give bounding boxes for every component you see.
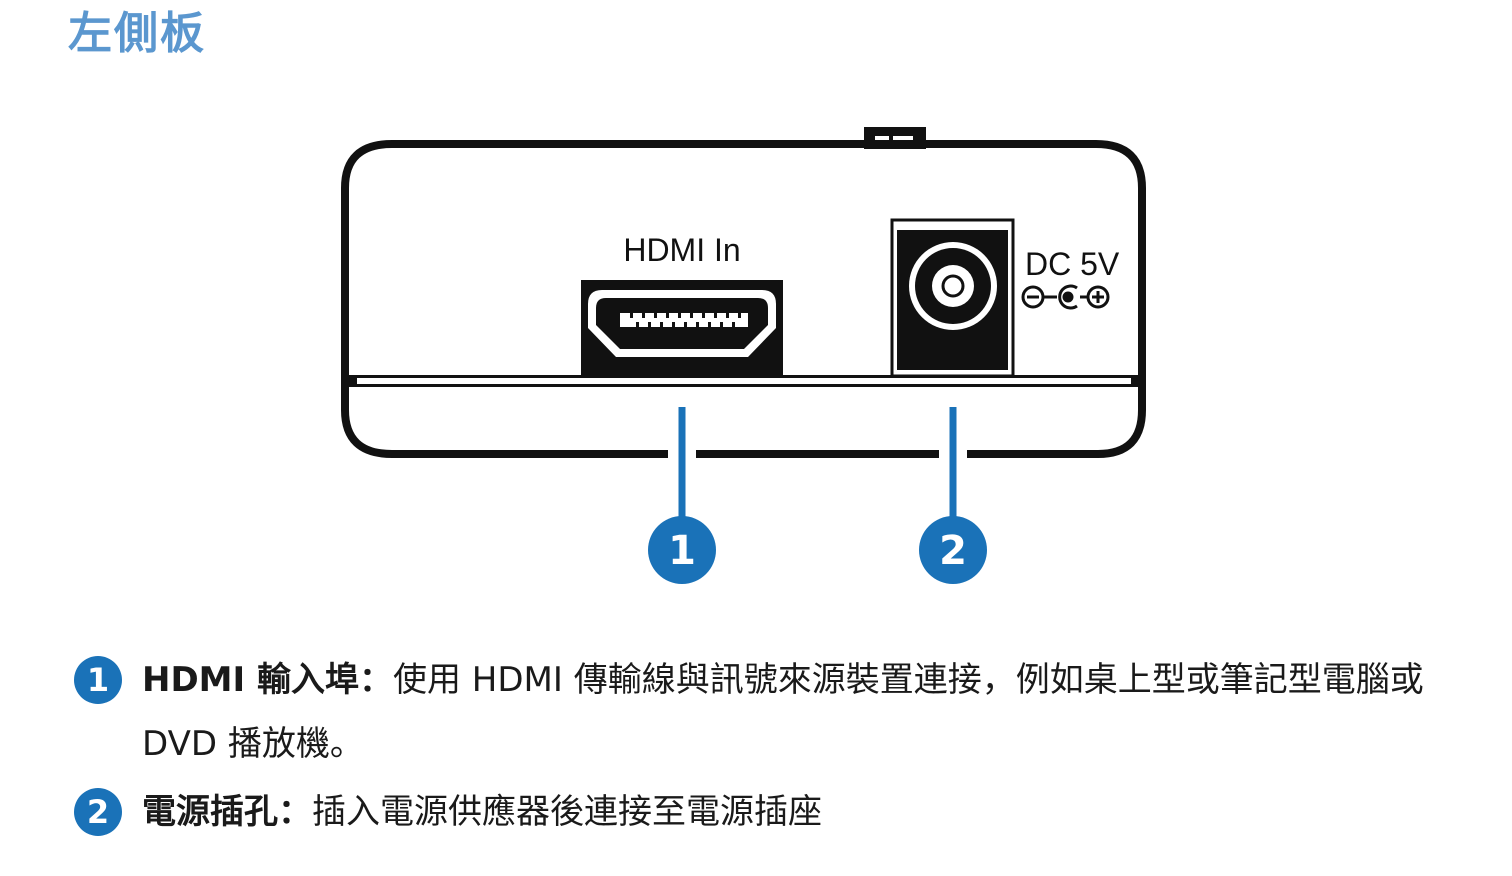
page-title: 左側板: [68, 8, 206, 59]
legend-description-hdmi-input: 使用 HDMI 傳輸線與訊號來源裝置連接，例如桌上型或筆記型電腦或 DVD 播放…: [142, 660, 1424, 764]
enclosure-outline: [341, 140, 1146, 458]
device-left-panel-diagram: HDMI In: [341, 127, 1146, 584]
hdmi-port: [581, 280, 783, 376]
dc-power-jack: [890, 218, 1015, 378]
legend-badge-2: 2: [74, 788, 122, 836]
callout-badge-2: 2: [919, 516, 987, 584]
legend-description-power-jack: 插入電源供應器後連接至電源插座: [312, 792, 822, 832]
legend-term-power-jack: 電源插孔：: [142, 792, 312, 832]
legend: 1 HDMI 輸入埠：使用 HDMI 傳輸線與訊號來源裝置連接，例如桌上型或筆記…: [72, 648, 1462, 848]
hdmi-port-label: HDMI In: [623, 232, 740, 268]
callout-number-1: 1: [668, 528, 696, 574]
legend-badge-1: 1: [74, 656, 122, 704]
power-label: DC 5V: [1025, 246, 1120, 282]
legend-term-hdmi-input: HDMI 輸入埠：: [142, 660, 393, 700]
callout-number-2: 2: [939, 528, 967, 574]
legend-item-hdmi-input: 1 HDMI 輸入埠：使用 HDMI 傳輸線與訊號來源裝置連接，例如桌上型或筆記…: [72, 648, 1462, 776]
enclosure-seam: [349, 375, 1139, 387]
legend-item-power-jack: 2 電源插孔：插入電源供應器後連接至電源插座: [72, 780, 1462, 844]
polarity-icon: [1021, 284, 1110, 310]
callout-badge-1: 1: [648, 516, 716, 584]
